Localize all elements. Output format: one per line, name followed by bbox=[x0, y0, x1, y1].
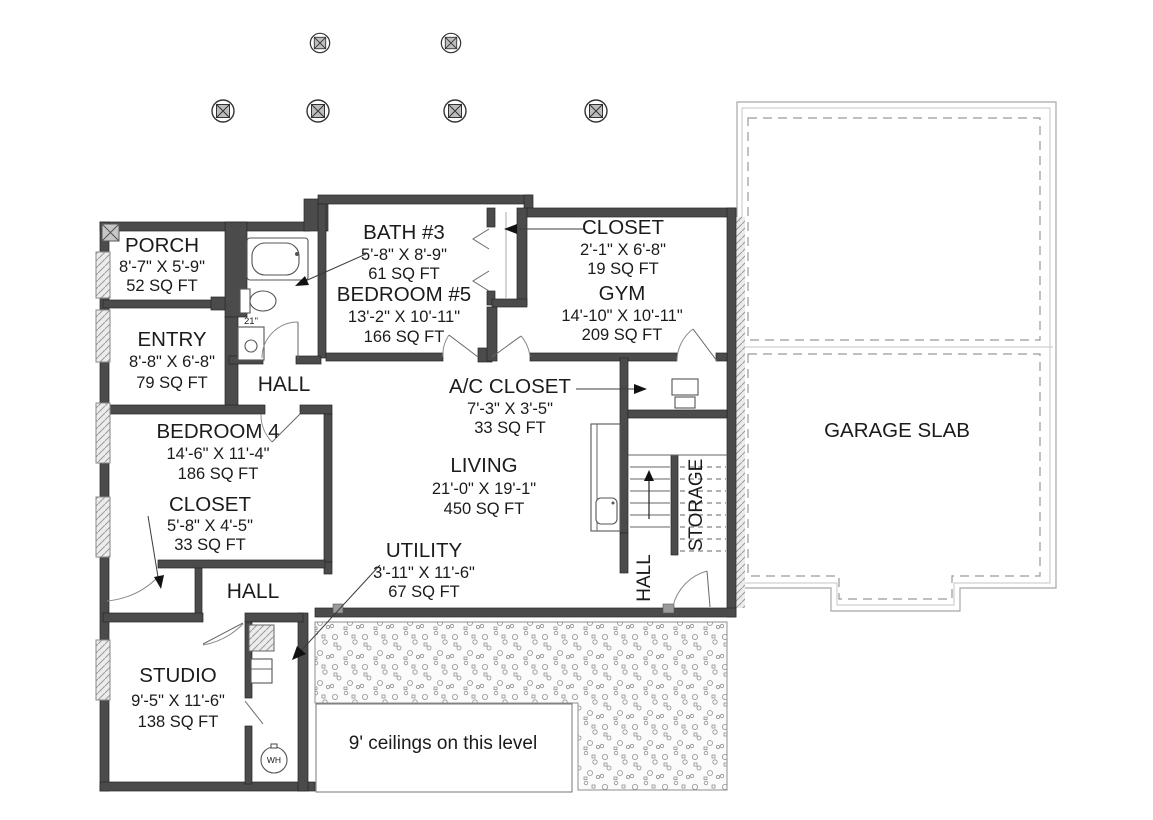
bath3-dims: 5'-8" X 8'-9" bbox=[361, 246, 447, 264]
bedroom4-dims: 14'-6" X 11'-4" bbox=[166, 445, 269, 463]
ceiling-note: 9' ceilings on this level bbox=[349, 733, 537, 754]
ac-unit bbox=[671, 378, 699, 409]
entry-label: ENTRY bbox=[137, 328, 206, 351]
porch-label: PORCH bbox=[125, 234, 199, 257]
kitchenette bbox=[590, 423, 621, 532]
column-marker-icon bbox=[309, 32, 331, 54]
bedroom4-area: 186 SQ FT bbox=[178, 465, 259, 483]
column-marker-icon bbox=[306, 99, 330, 123]
vanity-width-label: 21" bbox=[244, 316, 258, 327]
bathtub-basin bbox=[251, 242, 300, 276]
utility-dims: 3'-11" X 11'-6" bbox=[373, 564, 475, 582]
living-label: LIVING bbox=[450, 454, 517, 477]
ac-closet-label: A/C CLOSET bbox=[449, 375, 571, 398]
porch-dims: 8'-7" X 5'-9" bbox=[119, 258, 205, 276]
garage-slab-outline bbox=[736, 101, 1057, 612]
garage-slab-label: GARAGE SLAB bbox=[824, 419, 970, 442]
bath3-area: 61 SQ FT bbox=[368, 265, 440, 283]
windows bbox=[95, 223, 120, 701]
ac-closet-dims: 7'-3" X 3'-5" bbox=[467, 400, 553, 418]
leader-lines bbox=[147, 224, 647, 660]
ac-closet-area: 33 SQ FT bbox=[474, 419, 546, 437]
column-marker-icon bbox=[443, 99, 467, 123]
column-marker-icon bbox=[584, 99, 608, 123]
bedroom5-area: 166 SQ FT bbox=[364, 328, 445, 346]
utility-area: 67 SQ FT bbox=[388, 583, 460, 601]
hall-upper-label: HALL bbox=[258, 373, 311, 396]
storage-label: STORAGE bbox=[686, 459, 707, 552]
studio-area: 138 SQ FT bbox=[138, 713, 219, 731]
furnace bbox=[250, 658, 273, 684]
gym-area: 209 SQ FT bbox=[582, 326, 663, 344]
utility-label: UTILITY bbox=[386, 539, 463, 562]
utility-platform bbox=[248, 624, 275, 652]
toilet-bowl bbox=[249, 290, 277, 312]
studio-dims: 9'-5" X 11'-6" bbox=[131, 692, 225, 710]
living-area: 450 SQ FT bbox=[444, 500, 525, 518]
gym-dims: 14'-10" X 10'-11" bbox=[561, 307, 683, 325]
studio-label: STUDIO bbox=[139, 664, 216, 687]
kitchen-sink bbox=[595, 497, 618, 525]
column-marker-icon bbox=[440, 32, 462, 54]
bath-fixtures bbox=[237, 237, 309, 361]
foundation-strip bbox=[736, 217, 745, 608]
ceiling-note-box bbox=[315, 703, 573, 793]
stairs bbox=[628, 454, 727, 552]
bed4-closet-label: CLOSET bbox=[169, 493, 251, 516]
room-labels: PORCH 8'-7" X 5'-9" 52 SQ FT ENTRY 8'-8"… bbox=[119, 216, 970, 765]
porch-area: 52 SQ FT bbox=[126, 277, 198, 295]
utility-fixtures bbox=[248, 624, 288, 774]
bed4-closet-area: 33 SQ FT bbox=[174, 536, 246, 554]
gym-label: GYM bbox=[599, 282, 646, 305]
column-marker-icon bbox=[211, 99, 235, 123]
doors bbox=[106, 212, 718, 725]
water-heater-label: WH bbox=[267, 755, 281, 765]
bed4-closet-dims: 5'-8" X 4'-5" bbox=[167, 517, 253, 535]
entry-area: 79 SQ FT bbox=[136, 374, 208, 392]
hall-lower-label: HALL bbox=[227, 580, 280, 603]
vanity-sink bbox=[244, 339, 258, 353]
gym-closet-dims: 2'-1" X 6'-8" bbox=[580, 241, 666, 259]
stair-direction-arrow bbox=[644, 470, 654, 519]
entry-dims: 8'-8" X 6'-8" bbox=[129, 353, 215, 371]
bedroom5-dims: 13'-2" X 10'-11" bbox=[348, 308, 460, 326]
bedroom5-label: BEDROOM #5 bbox=[337, 283, 471, 306]
bedroom4-label: BEDROOM 4 bbox=[156, 420, 279, 443]
gym-closet-area: 19 SQ FT bbox=[587, 260, 659, 278]
porch-post-icon bbox=[101, 223, 120, 242]
gym-closet-label: CLOSET bbox=[582, 216, 664, 239]
living-dims: 21'-0" X 19'-1" bbox=[432, 480, 536, 498]
bath3-label: BATH #3 bbox=[363, 221, 445, 244]
gravel-area bbox=[314, 621, 728, 793]
column-markers bbox=[211, 32, 608, 123]
toilet-tank bbox=[239, 288, 251, 314]
hall-stair-label: HALL bbox=[634, 554, 655, 602]
